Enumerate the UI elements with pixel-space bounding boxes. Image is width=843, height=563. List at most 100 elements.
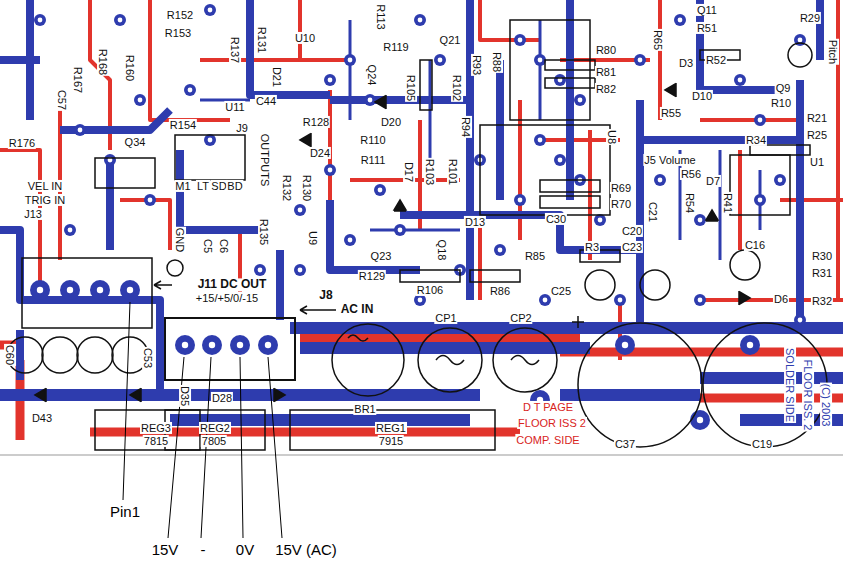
connector-pad (690, 410, 710, 430)
component-outline (545, 78, 595, 88)
silkscreen-label: U1 (809, 156, 825, 168)
silkscreen-label: CP2 (509, 312, 532, 324)
connector-pad (60, 280, 80, 300)
thin-blue-track (370, 229, 460, 232)
silkscreen-label: U11 (224, 101, 245, 113)
component-outline (436, 356, 464, 365)
component-outline (730, 155, 790, 215)
direction-arrow (154, 281, 172, 289)
silkscreen-label: R69 (610, 182, 632, 194)
pad (144, 194, 156, 206)
diode-symbol (274, 388, 285, 402)
pad (654, 174, 666, 186)
leader-line (268, 357, 282, 538)
silkscreen-label: R81 (595, 66, 617, 78)
blue-track (330, 200, 420, 270)
silkscreen-label: D10 (691, 90, 713, 102)
pad (674, 14, 686, 26)
silkscreen-label: SD (210, 180, 227, 192)
blue-track (250, 0, 330, 95)
silkscreen-label: R119 (382, 41, 409, 53)
silkscreen-label: REG1 (375, 422, 407, 434)
component-outline (332, 324, 404, 396)
pad (394, 224, 406, 236)
diode-symbol (35, 83, 750, 402)
silkscreen-label: R51 (696, 22, 718, 34)
pad (774, 174, 786, 186)
silkscreen-label: OUTPUTS (259, 133, 271, 188)
silkscreen-label: R129 (358, 270, 386, 282)
blue-track (640, 136, 800, 144)
diode-symbol (706, 210, 718, 221)
pad (34, 4, 806, 326)
silkscreen-label: R102 (451, 74, 463, 102)
silkscreen-label: C23 (621, 241, 643, 253)
pad (694, 294, 706, 306)
blue-track (466, 0, 474, 300)
diode-symbol (35, 388, 46, 402)
pad (184, 84, 196, 96)
component-outline (22, 258, 152, 328)
pad (514, 194, 526, 206)
silkscreen-label: R80 (595, 44, 617, 56)
silkscreen-label: C21 (647, 201, 659, 223)
silkscreen-label: R86 (489, 285, 511, 297)
silkscreen-label: R88 (491, 51, 503, 73)
solder-side-text: SOLDER SIDE (784, 347, 796, 423)
silkscreen-label: R32 (811, 295, 833, 307)
pad (554, 74, 566, 86)
silkscreen-label: J5 Volume (643, 154, 696, 166)
component-outline (578, 323, 702, 447)
connector-pad (30, 280, 760, 430)
silkscreen-label: R160 (124, 54, 136, 82)
copyright-text: FLOOR ISS 2 (517, 417, 587, 429)
pad (694, 214, 706, 226)
silkscreen-label: D24 (309, 147, 331, 159)
board-ground (0, 0, 843, 455)
component-outline (585, 270, 615, 300)
silkscreen-label: LT (196, 180, 210, 192)
pad (514, 34, 526, 46)
silkscreen-label: REG2 (199, 422, 231, 434)
silkscreen-label: D6 (773, 293, 789, 305)
silkscreen-label: C19 (751, 438, 773, 450)
silkscreen-label: 7915 (378, 435, 404, 447)
silkscreen-label: R10 (770, 97, 792, 109)
diode-symbol (375, 95, 386, 109)
component-outline (540, 196, 600, 208)
blue-power-track (300, 342, 590, 354)
solder-side-text: FLOOR ISS. 2 (802, 359, 814, 432)
silkscreen-label: Q9 (775, 82, 792, 94)
silkscreen-label: Q18 (436, 239, 448, 262)
silkscreen-label: D28 (211, 392, 233, 404)
silkscreen-label: D21 (271, 66, 283, 88)
component-outline (7, 20, 827, 450)
silkscreen-label: CP1 (434, 312, 457, 324)
blue-track (796, 80, 804, 330)
pad (374, 184, 386, 196)
silkscreen-label: R105 (405, 74, 417, 102)
blue-track (816, 0, 824, 60)
silkscreen-label: R128 (302, 116, 330, 128)
pad (204, 134, 216, 146)
silkscreen-label: R94 (460, 116, 472, 138)
diode-symbol (130, 388, 141, 402)
silkscreen-label: U9 (307, 230, 319, 246)
thin-blue-track (539, 20, 542, 120)
silkscreen-label: R111 (360, 154, 387, 166)
pin-annotation: 0V (235, 542, 255, 559)
silkscreen-label: R34 (745, 134, 767, 146)
component-outline (348, 335, 368, 341)
silkscreen-label: R56 (680, 168, 702, 180)
red-track (658, 0, 662, 120)
silkscreen-label: Q11 (696, 4, 718, 16)
silkscreen-label: R25 (806, 129, 828, 141)
pad (134, 94, 146, 106)
red-track (0, 0, 843, 360)
component-outline (788, 43, 812, 67)
silkscreen-label: D13 (464, 216, 486, 228)
pad (494, 244, 506, 256)
silkscreen-label: R85 (524, 250, 546, 262)
silkscreen-label: R41 (722, 192, 734, 214)
